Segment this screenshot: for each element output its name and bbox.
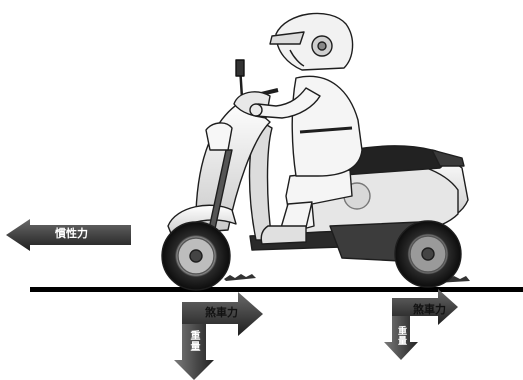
rear-weight-label: 重量: [396, 326, 405, 346]
front-brake-force-label: 煞車力: [205, 307, 238, 318]
front-wheel: [162, 222, 230, 290]
front-weight-label: 重量: [188, 330, 198, 352]
rider-boot: [261, 226, 306, 244]
rear-brake-force-label: 煞車力: [413, 304, 446, 315]
rider-helmet: [270, 13, 353, 70]
rear-wheel: [395, 221, 461, 287]
ground-line: [30, 287, 523, 292]
inertia-force-label: 慣性力: [55, 228, 88, 239]
